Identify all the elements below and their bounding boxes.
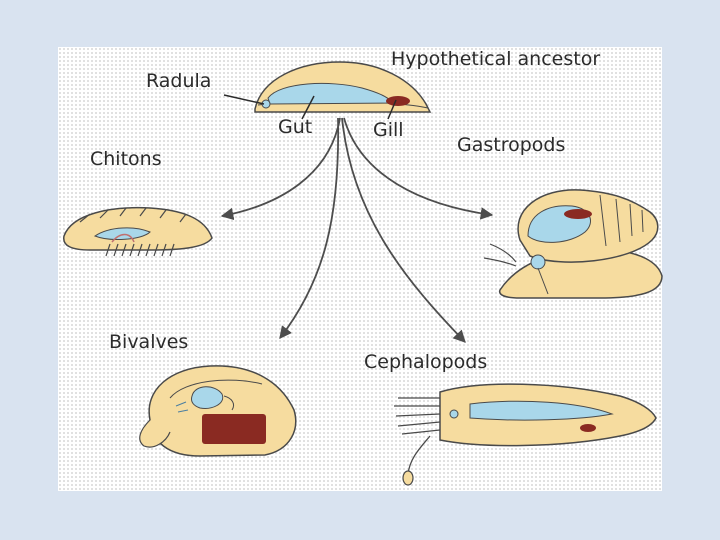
bivalve-figure bbox=[140, 366, 296, 456]
gill-label: Gill bbox=[373, 119, 404, 141]
gastropod-figure bbox=[484, 190, 662, 298]
ancestor-title: Hypothetical ancestor bbox=[391, 48, 600, 70]
chiton-figure bbox=[64, 208, 212, 256]
chitons-label: Chitons bbox=[90, 148, 162, 170]
gut-label: Gut bbox=[278, 116, 312, 138]
cephalopod-figure bbox=[394, 384, 656, 485]
bivalves-label: Bivalves bbox=[109, 331, 188, 353]
gastropods-label: Gastropods bbox=[457, 134, 565, 156]
radula-label: Radula bbox=[146, 70, 211, 92]
arrow-to-gastropods bbox=[344, 118, 492, 215]
cephalopods-label: Cephalopods bbox=[364, 351, 487, 373]
